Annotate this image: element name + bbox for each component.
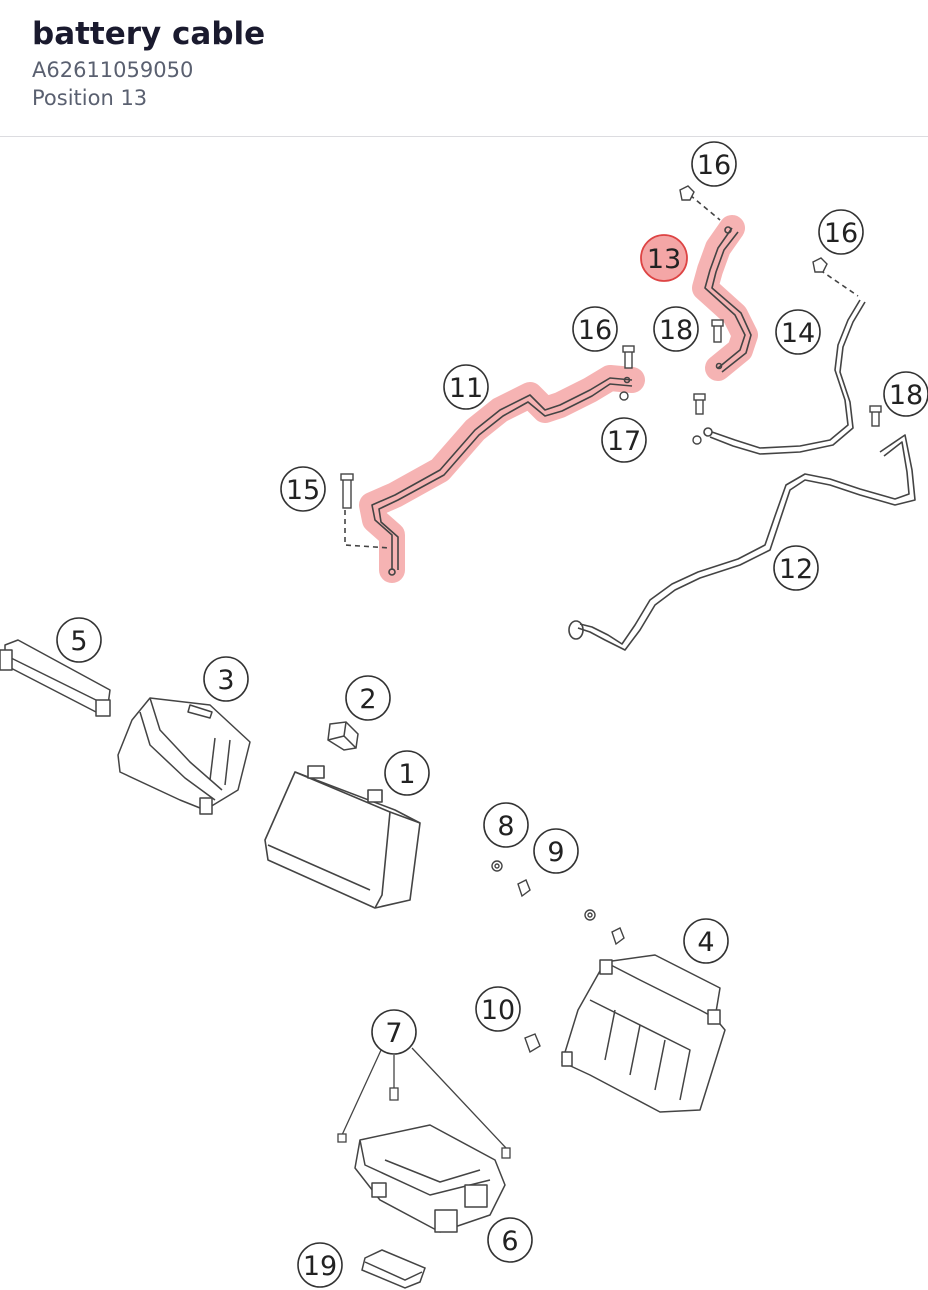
callout-11[interactable]: 11: [443, 364, 489, 410]
cap-part-19: [361, 1249, 426, 1289]
svg-text:18: 18: [889, 380, 923, 411]
svg-text:8: 8: [497, 811, 514, 842]
screws-part-7: [337, 1047, 511, 1159]
callout-8[interactable]: 8: [483, 802, 529, 848]
callout-13[interactable]: 13: [640, 234, 688, 282]
callout-18-right[interactable]: 18: [883, 371, 928, 417]
svg-text:13: 13: [647, 244, 681, 275]
part-title: battery cable: [32, 16, 266, 52]
callout-5[interactable]: 5: [56, 617, 102, 663]
callout-3[interactable]: 3: [203, 656, 249, 702]
svg-text:1: 1: [398, 759, 415, 790]
small-parts-8-9-10: [491, 860, 625, 1054]
highlighted-cable-glow: [359, 215, 758, 583]
callout-17[interactable]: 17: [601, 417, 647, 463]
callout-14[interactable]: 14: [775, 309, 821, 355]
svg-text:6: 6: [501, 1226, 518, 1257]
svg-text:10: 10: [481, 995, 515, 1026]
svg-text:16: 16: [824, 218, 858, 249]
svg-text:9: 9: [547, 837, 564, 868]
svg-text:12: 12: [779, 554, 813, 585]
callout-4[interactable]: 4: [683, 918, 729, 964]
callout-10[interactable]: 10: [475, 986, 521, 1032]
fasteners: [340, 185, 882, 509]
cable-linework: [344, 194, 916, 651]
svg-text:16: 16: [578, 315, 612, 346]
callout-6[interactable]: 6: [487, 1217, 533, 1263]
callout-12[interactable]: 12: [773, 545, 819, 591]
part-header: battery cable A62611059050 Position 13: [0, 0, 928, 137]
svg-text:11: 11: [449, 373, 483, 404]
part-number: A62611059050: [32, 58, 194, 82]
callout-2[interactable]: 2: [345, 675, 391, 721]
callout-16-top[interactable]: 16: [691, 141, 737, 187]
svg-text:3: 3: [217, 665, 234, 696]
callout-15[interactable]: 15: [280, 466, 326, 512]
svg-text:18: 18: [659, 315, 693, 346]
battery-part-1: [264, 765, 421, 909]
position-label: Position 13: [32, 86, 148, 110]
callout-9[interactable]: 9: [533, 828, 579, 874]
svg-text:14: 14: [781, 318, 815, 349]
callout-18-middle[interactable]: 18: [653, 306, 699, 352]
callout-1[interactable]: 1: [384, 750, 430, 796]
svg-text:7: 7: [385, 1018, 402, 1049]
svg-text:2: 2: [359, 684, 376, 715]
svg-text:17: 17: [607, 426, 641, 457]
block-part-2: [327, 721, 359, 751]
svg-text:5: 5: [70, 626, 87, 657]
holder-part-6: [354, 1124, 506, 1233]
exploded-parts-diagram: 13 1 2 3 4 5 6 7 8 9 10 11 12 14 15 16 1…: [0, 141, 928, 1289]
cover-part-3: [117, 697, 251, 815]
svg-text:15: 15: [286, 475, 320, 506]
callout-7[interactable]: 7: [371, 1009, 417, 1055]
svg-text:19: 19: [303, 1251, 337, 1282]
callout-16-middle[interactable]: 16: [572, 306, 618, 352]
bracket-part-5: [0, 639, 111, 717]
svg-text:16: 16: [697, 150, 731, 181]
callout-16-right[interactable]: 16: [818, 209, 864, 255]
svg-text:4: 4: [697, 927, 714, 958]
callout-19[interactable]: 19: [297, 1242, 343, 1288]
battery-tray-part-4: [561, 954, 726, 1113]
